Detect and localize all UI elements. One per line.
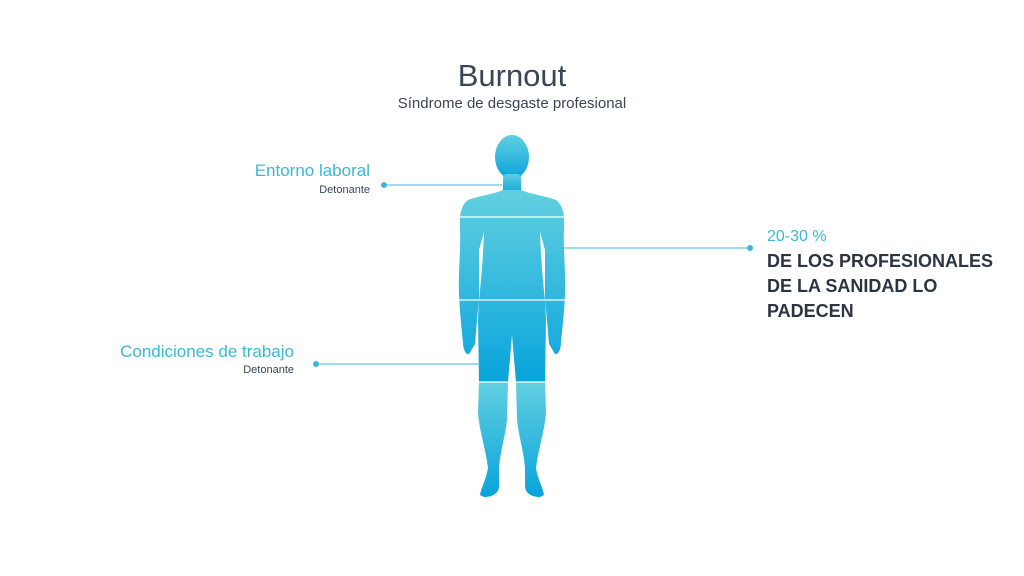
stat-line: DE LA SANIDAD LO (767, 276, 938, 296)
callout-connector-lower (313, 361, 480, 367)
stat-percent: 20-30 % (767, 228, 827, 245)
callout-connector-stat (562, 245, 753, 251)
page-subtitle: Síndrome de desgaste profesional (397, 95, 627, 112)
stat-description: DE LOS PROFESIONALES DE LA SANIDAD LO PA… (767, 249, 1007, 324)
callout-sub-upper: Detonante (319, 184, 370, 196)
callout-label-lower: Condiciones de trabajo (120, 342, 294, 361)
body-section-dividers (455, 216, 569, 383)
page-title: Burnout (457, 58, 567, 93)
callout-label-upper: Entorno laboral (254, 161, 370, 180)
callout-connector-upper (381, 182, 502, 188)
callout-sub-lower: Detonante (243, 364, 294, 376)
stat-line: PADECEN (767, 301, 854, 321)
body-silhouette (458, 135, 566, 497)
stat-line: DE LOS PROFESIONALES (767, 251, 994, 271)
